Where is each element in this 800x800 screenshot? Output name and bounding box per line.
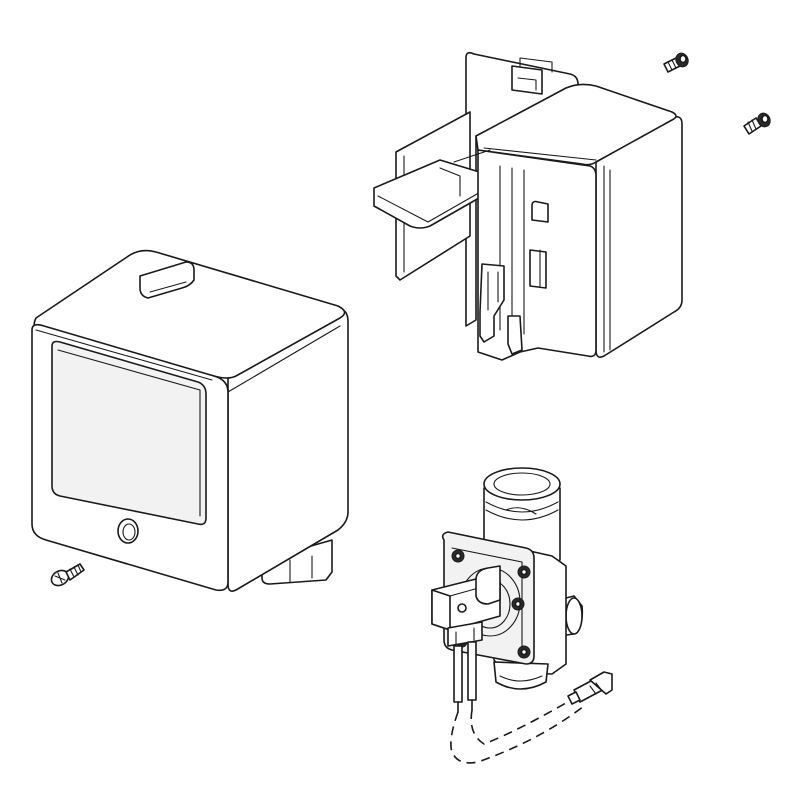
gas-valve-assembly xyxy=(431,467,584,690)
harness-connector xyxy=(567,671,613,705)
cover-screw xyxy=(50,563,85,587)
cover-housing xyxy=(31,249,349,592)
bracket-screw-1 xyxy=(663,52,689,73)
valve-wiring-harness xyxy=(450,641,585,764)
mounting-bracket xyxy=(373,51,683,361)
bracket-screw-2 xyxy=(743,112,771,135)
